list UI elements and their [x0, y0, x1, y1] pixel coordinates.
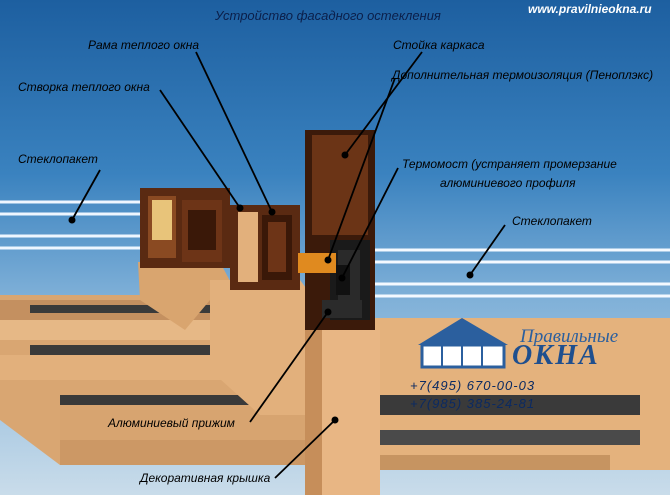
- site-url: www.pravilnieokna.ru: [528, 2, 652, 16]
- label-extra-insulation: Дополнительная термоизоляция (Пеноплэкс): [392, 68, 654, 82]
- brand-phone-1: +7(495) 670-00-03: [410, 378, 536, 393]
- label-aluminum-clamp: Алюминиевый прижим: [108, 416, 235, 430]
- label-window-frame: Рама теплого окна: [88, 38, 200, 52]
- label-frame-post: Стойка каркаса: [393, 38, 485, 52]
- label-decorative-cover: Декоративная крышка: [140, 471, 271, 485]
- wood-extension-left: [138, 262, 315, 415]
- leader-dots: [68, 151, 474, 424]
- label-glass-unit-right: Стеклопакет: [512, 214, 592, 228]
- label-thermal-bridge-line2: алюминиевого профиля: [440, 176, 576, 190]
- glass-unit-left-lines: [0, 200, 150, 250]
- decorative-cover-vertical: [305, 320, 380, 495]
- aluminum-clamp: [322, 300, 362, 318]
- brand-name-line2: ОКНА: [512, 340, 600, 371]
- brand-name-line1: Правильные: [520, 326, 619, 347]
- window-frame-profile: [140, 188, 300, 290]
- brand-phone-2: +7(985) 385-24-81: [410, 396, 536, 411]
- house-logo-icon: [418, 318, 508, 369]
- leader-lines: [71, 51, 506, 479]
- page-title: Устройство фасадного остекления: [215, 8, 441, 23]
- label-window-sash: Створка теплого окна: [18, 80, 150, 94]
- label-glass-unit-left: Стеклопакет: [18, 152, 98, 166]
- glass-unit-right-lines: [365, 248, 670, 298]
- label-thermal-bridge-line1: Термомост (устраняет промерзание: [402, 157, 617, 171]
